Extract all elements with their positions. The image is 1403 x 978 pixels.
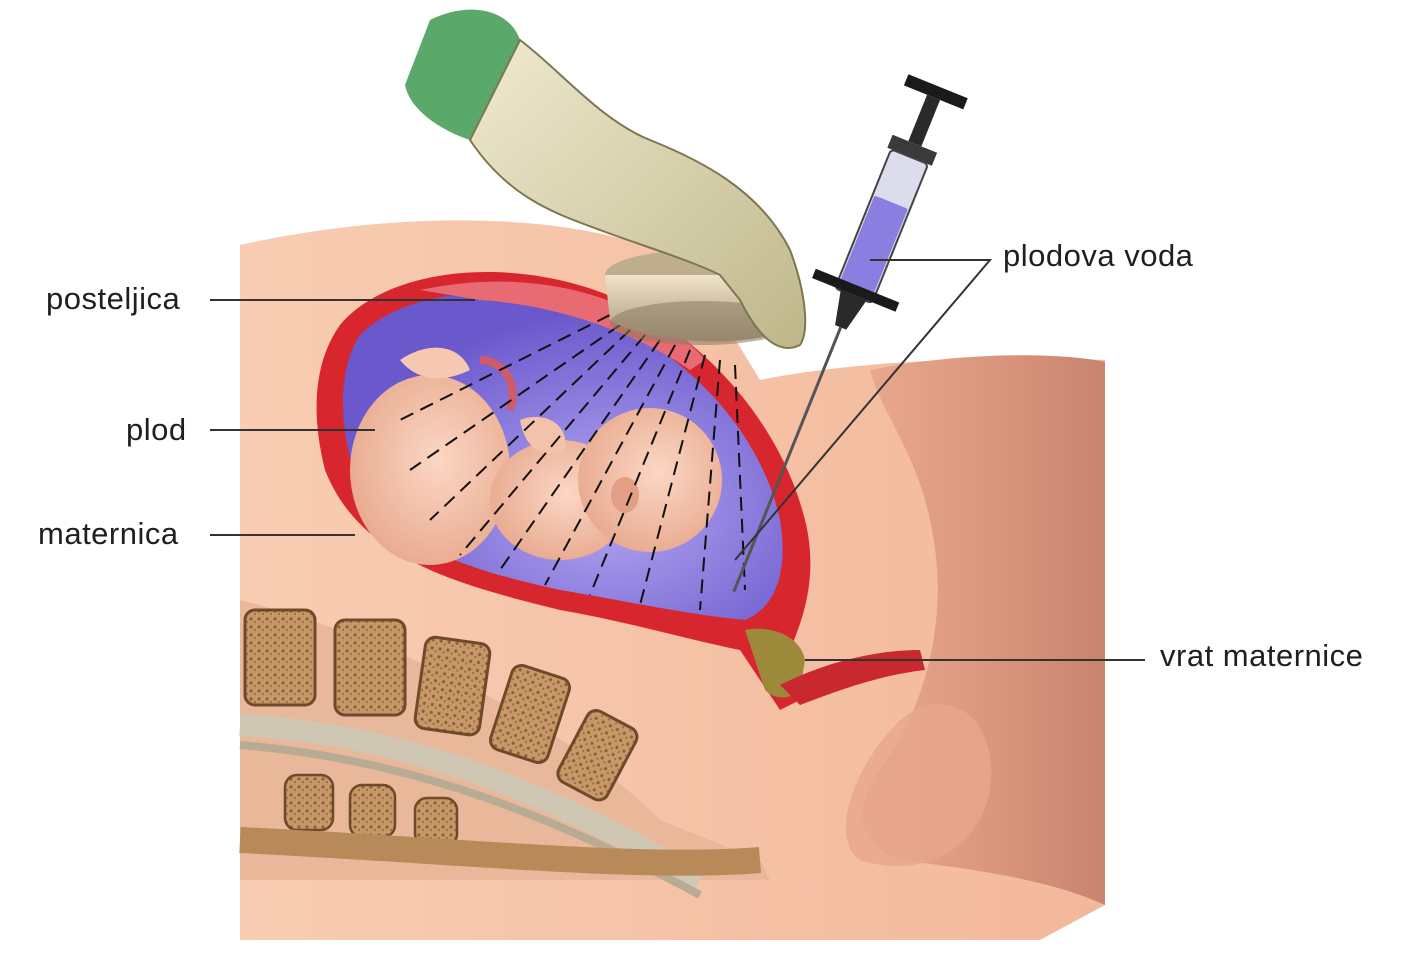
- label-fetus: plod: [126, 412, 187, 447]
- fetus: [350, 347, 722, 565]
- vagina: [780, 650, 925, 705]
- label-uterus: maternica: [38, 516, 179, 551]
- label-cervix: vrat maternice: [1160, 638, 1364, 673]
- label-amniotic-fluid: plodova voda: [1003, 238, 1194, 273]
- buttock: [845, 704, 992, 867]
- gloved-hand: [405, 9, 807, 349]
- syringe: [732, 74, 968, 593]
- leader-lines: [210, 259, 1145, 661]
- leader-plodova-voda: [734, 259, 993, 561]
- ultrasound-beams: [399, 314, 746, 611]
- spine: [239, 600, 770, 899]
- label-placenta: posteljica: [46, 281, 181, 316]
